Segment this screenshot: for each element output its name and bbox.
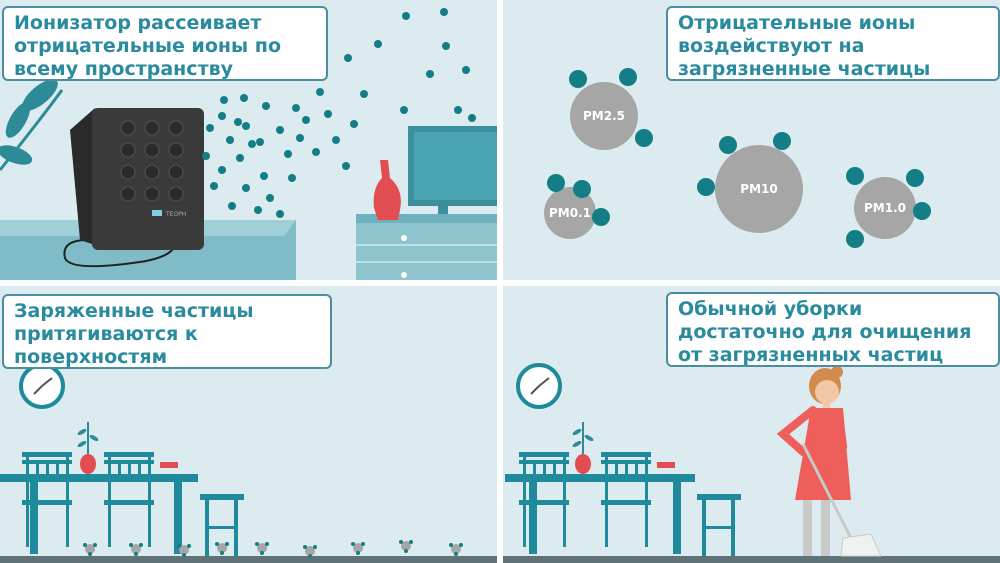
- panel-cleaning: Обычной уборки достаточно для очищения о…: [503, 286, 1000, 563]
- dining-table-icon: [505, 474, 695, 554]
- ion-dot: [360, 90, 368, 98]
- ion-dot: [218, 112, 226, 120]
- ion-dot: [288, 174, 296, 182]
- particle-pm0-1: PM0.1: [544, 174, 610, 239]
- settled-particle: [129, 543, 143, 556]
- vase-icon: [373, 160, 401, 220]
- ion-dot: [296, 134, 304, 142]
- ion-dot: [292, 104, 300, 112]
- particle-pm1-0: PM1.0: [846, 167, 931, 248]
- ion-dot: [302, 116, 310, 124]
- ion-dot: [236, 154, 244, 162]
- ion-dot: [324, 110, 332, 118]
- ion-dot: [254, 206, 262, 214]
- caption-panel-1: Ионизатор рассеивает отрицательные ионы …: [2, 6, 328, 81]
- ion-dot: [374, 40, 382, 48]
- panel-ions-affect-particles: PM2.5 PM10 PM0.1: [503, 0, 1000, 280]
- settled-particle: [303, 545, 317, 558]
- dining-scene-clean: [503, 363, 1000, 563]
- stool-icon: [697, 494, 741, 556]
- ion-dot: [276, 126, 284, 134]
- stool-icon: [200, 494, 244, 556]
- ionizer-device-icon: TEOPH: [70, 108, 204, 250]
- caption-panel-4: Обычной уборки достаточно для очищения о…: [666, 292, 1000, 367]
- clock-icon: [19, 363, 65, 409]
- dining-table-icon: [0, 474, 198, 554]
- settled-particle: [177, 544, 191, 557]
- ion-dot: [240, 94, 248, 102]
- plant-leaves-icon: [0, 79, 64, 171]
- monitor-icon: [408, 126, 497, 214]
- ion-dot: [256, 138, 264, 146]
- caption-panel-2: Отрицательные ионы воздействуют на загря…: [666, 6, 1000, 81]
- caption-panel-3: Заряженные частицы притягиваются к повер…: [2, 294, 332, 369]
- panel-particles-settle: Заряженные частицы притягиваются к повер…: [0, 286, 497, 563]
- label-pm2-5: PM2.5: [583, 109, 625, 123]
- ion-dot: [234, 118, 242, 126]
- ion-dot: [202, 152, 210, 160]
- label-pm0-1: PM0.1: [549, 206, 591, 220]
- vase-plant-icon: [77, 422, 99, 474]
- ion-dot: [400, 106, 408, 114]
- ion-dot: [402, 12, 410, 20]
- ion-dot: [228, 202, 236, 210]
- particle-pm2-5: PM2.5: [569, 68, 653, 150]
- ion-dot: [332, 136, 340, 144]
- panel-ionizer-dispersal: TEOPH Ионизатор рассеивает отрицательные…: [0, 0, 497, 280]
- settled-particle: [215, 542, 229, 555]
- ion-dot: [262, 102, 270, 110]
- ion-dot: [276, 210, 284, 218]
- ion-dots: [202, 8, 476, 218]
- chair-icon: [22, 452, 154, 547]
- label-pm10: PM10: [740, 182, 777, 196]
- ion-dot: [242, 122, 250, 130]
- ion-dot: [440, 8, 448, 16]
- particles-scene: PM2.5 PM10 PM0.1: [544, 68, 931, 248]
- ion-dot: [284, 150, 292, 158]
- chair-icon: [519, 452, 651, 547]
- ion-dot: [454, 106, 462, 114]
- ion-dot: [220, 96, 228, 104]
- settled-particle: [399, 540, 413, 553]
- settled-particle: [83, 543, 97, 556]
- ion-dot: [344, 54, 352, 62]
- ion-dot: [248, 140, 256, 148]
- ion-dot: [316, 88, 324, 96]
- particle-pm10: PM10: [697, 132, 803, 233]
- floor: [0, 556, 497, 563]
- settled-particle: [351, 542, 365, 555]
- floor: [503, 556, 1000, 563]
- ion-dot: [442, 42, 450, 50]
- ion-dot: [312, 148, 320, 156]
- dish-icon: [657, 462, 675, 468]
- ion-dot: [218, 166, 226, 174]
- settled-particle: [255, 542, 269, 555]
- desk-drawers: [356, 222, 497, 280]
- ion-dot: [226, 136, 234, 144]
- ion-dot: [462, 66, 470, 74]
- ion-dot: [342, 162, 350, 170]
- woman-sweeping-icon: [776, 366, 882, 557]
- settled-particle: [449, 543, 463, 556]
- dining-scene-dirty: [0, 363, 497, 563]
- device-brand-label: TEOPH: [165, 211, 186, 218]
- ionizer-scene: TEOPH: [0, 8, 497, 280]
- settled-particles: [83, 540, 463, 558]
- vase-plant-icon: [572, 422, 594, 474]
- label-pm1-0: PM1.0: [864, 201, 906, 215]
- ion-dot: [206, 124, 214, 132]
- dish-icon: [160, 462, 178, 468]
- ion-dot: [242, 184, 250, 192]
- ion-dot: [266, 194, 274, 202]
- ion-dot: [426, 70, 434, 78]
- ion-dot: [260, 172, 268, 180]
- clock-icon: [516, 363, 562, 409]
- ion-dot: [468, 114, 476, 122]
- ion-dot: [210, 182, 218, 190]
- ion-dot: [350, 120, 358, 128]
